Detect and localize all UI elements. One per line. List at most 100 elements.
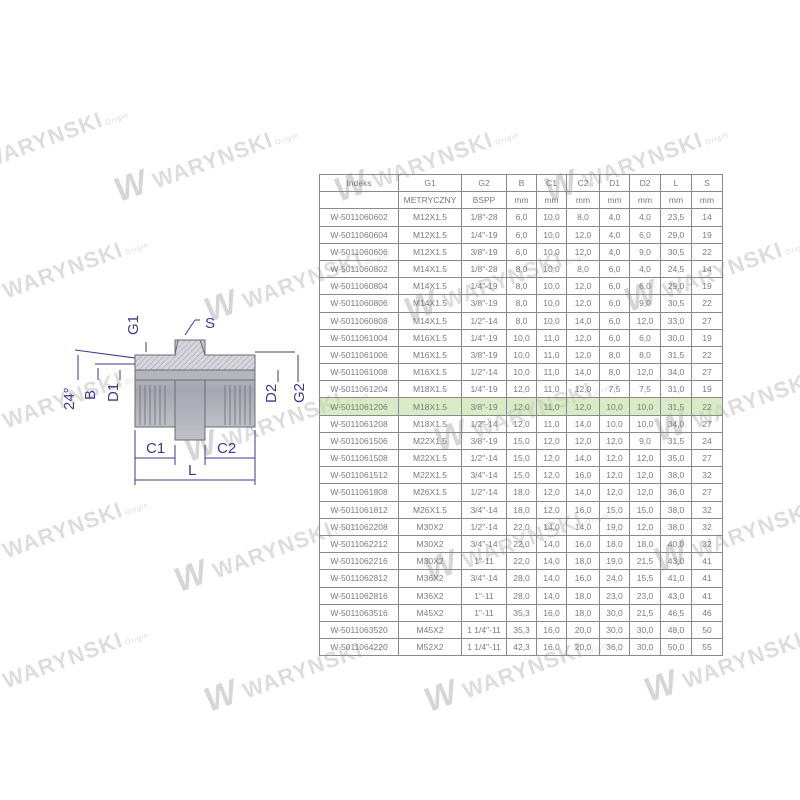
table-cell: 30,0 [599,620,630,640]
table-cell: M18X1.5 [398,380,462,399]
watermark-sub: Origin [104,111,131,127]
col-l: L [660,173,692,193]
table-cell: 18,0 [506,500,537,519]
table-cell: W-5011061512 [319,466,399,485]
table-cell: 1"-11 [461,603,507,622]
table-cell: 12,0 [629,483,661,502]
table-cell: 8,0 [599,363,630,382]
table-cell: W-5011061508 [319,448,399,468]
table-cell: 10,0 [536,311,567,330]
col-c1: C1 [536,173,567,193]
table-cell: 4,0 [629,208,661,227]
table-cell: 9,0 [629,242,661,261]
table-cell: 10,0 [629,414,661,433]
warynski-logo-icon: W [639,662,684,710]
table-cell: 1/2"-14 [461,363,507,382]
table-cell: 14,0 [536,569,567,588]
table-cell: 6,0 [629,277,661,296]
table-cell: 22 [691,345,723,365]
table-cell: 10,0 [599,414,630,433]
table-cell: 22 [691,242,723,261]
table-cell: 32 [691,517,723,536]
label-g2: G2 [291,383,308,403]
watermark-sub: Origin [124,501,151,517]
table-cell: 3/8"-19 [461,242,507,261]
table-cell: 19 [691,380,723,399]
table-cell: 4,0 [599,208,630,227]
table-cell: 15,0 [506,466,537,485]
watermark-sub: Origin [274,131,301,147]
table-cell: 1/2"-14 [461,483,507,502]
table-cell: M22X1.5 [398,466,462,485]
table-cell: 23,0 [629,586,661,605]
table-cell: 41 [691,552,723,571]
table-cell: 34,0 [660,414,692,433]
table-cell: 12,0 [629,311,661,330]
table-cell: 7,5 [599,380,630,399]
label-b: B [82,390,99,400]
table-cell: M22X1.5 [398,448,462,468]
table-cell: 6,0 [599,277,630,296]
table-cell: 31,5 [660,397,692,416]
table-cell: 8,0 [566,208,600,227]
table-cell: 12,0 [536,483,567,502]
table-cell: 12,0 [536,466,567,485]
watermark-brand: WARYNSKI [149,126,276,194]
table-cell: 12,0 [566,225,600,244]
table-cell: W-5011062812 [319,569,399,588]
table-cell: 16,0 [536,638,567,657]
unit-cell: METRYCZNY [398,191,462,210]
table-cell: 10,0 [506,345,537,365]
table-cell: 38,0 [660,500,692,519]
table-cell: 14,0 [566,311,600,330]
table-cell: 3/4"-14 [461,534,507,554]
table-cell: 29,0 [660,225,692,244]
table-cell: 1/2"-14 [461,517,507,536]
table-cell: 1"-11 [461,586,507,605]
table-cell: W-5011060602 [319,208,399,227]
table-cell: 14,0 [566,483,600,502]
table-cell: 27 [691,448,723,468]
table-cell: W-5011064220 [319,638,399,657]
table-cell: 36,0 [660,483,692,502]
table-cell: W-5011061208 [319,414,399,433]
unit-cell: BSPP [461,191,507,210]
table-cell: 18,0 [599,534,630,554]
col-s: S [691,173,723,193]
table-cell: 12,0 [629,448,661,468]
table-cell: 14,0 [536,534,567,554]
table-cell: 16,0 [566,534,600,554]
table-cell: 12,0 [506,397,537,416]
table-cell: M16X1.5 [398,328,462,347]
table-cell: M36X2 [398,569,462,588]
table-cell: 3/8"-19 [461,294,507,313]
table-cell: 12,0 [599,483,630,502]
table-cell: M14X1.5 [398,259,462,279]
table-cell: 6,0 [506,225,537,244]
table-cell: 10,0 [536,242,567,261]
table-cell: W-5011062816 [319,586,399,605]
table-cell: 12,0 [566,397,600,416]
watermark-sub: Origin [704,131,731,147]
table-cell: 30,0 [629,620,661,640]
table-cell: 14 [691,208,723,227]
table-cell: 6,0 [599,294,630,313]
table-cell: 11,0 [536,345,567,365]
unit-cell: mm [691,191,723,210]
table-cell: 41,0 [660,569,692,588]
table-cell: 35,3 [506,603,537,622]
table-cell: 22 [691,294,723,313]
col-d1: D1 [599,173,630,193]
table-cell: 10,0 [629,397,661,416]
warynski-logo-icon: W [169,552,214,600]
warynski-logo-icon: W [0,272,4,320]
table-cell: 12,0 [566,294,600,313]
